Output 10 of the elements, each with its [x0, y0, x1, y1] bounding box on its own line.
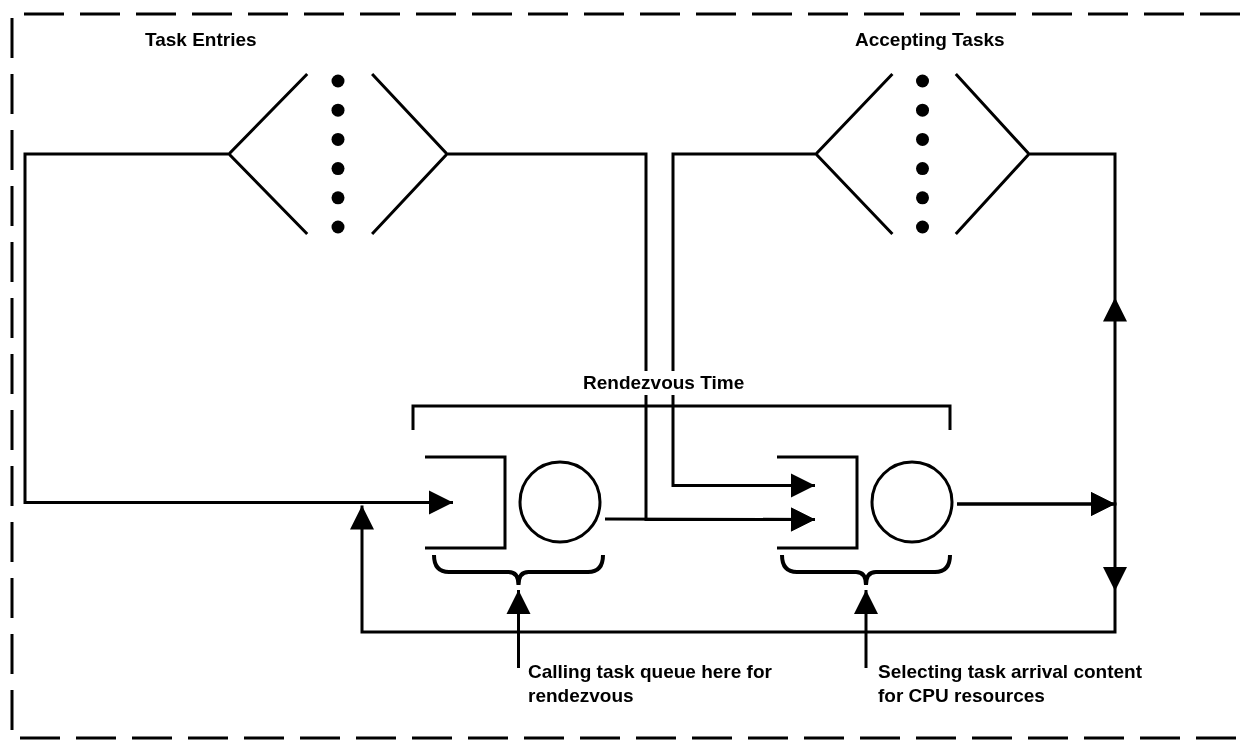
arrow [506, 590, 531, 668]
arrow [671, 152, 815, 498]
heading: Accepting Tasks [855, 28, 1005, 52]
annotation-text: Calling task queue here for rendezvous [528, 660, 773, 708]
annotation-text: Selecting task arrival content for CPU resources [878, 660, 1143, 708]
arrow [23, 152, 453, 515]
arrow [854, 590, 878, 668]
arrow [605, 507, 815, 532]
heading: Task Entries [145, 28, 257, 52]
arrow [350, 492, 1127, 634]
